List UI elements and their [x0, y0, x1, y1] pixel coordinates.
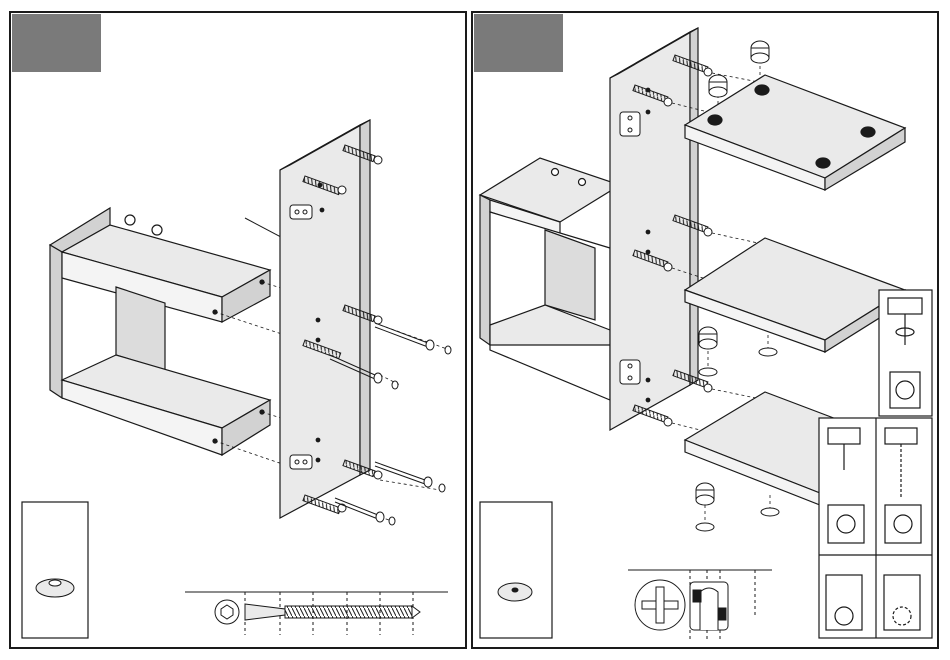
step-badge-icon — [12, 14, 101, 72]
felt-pad-inset — [480, 502, 552, 638]
left-assembly-step — [10, 12, 466, 648]
felt-pad-icon — [36, 579, 74, 597]
step-badge-icon — [474, 14, 563, 72]
right-assembly-step — [472, 12, 938, 648]
felt-pad-inset — [22, 502, 88, 638]
felt-pad-icon — [498, 583, 532, 601]
